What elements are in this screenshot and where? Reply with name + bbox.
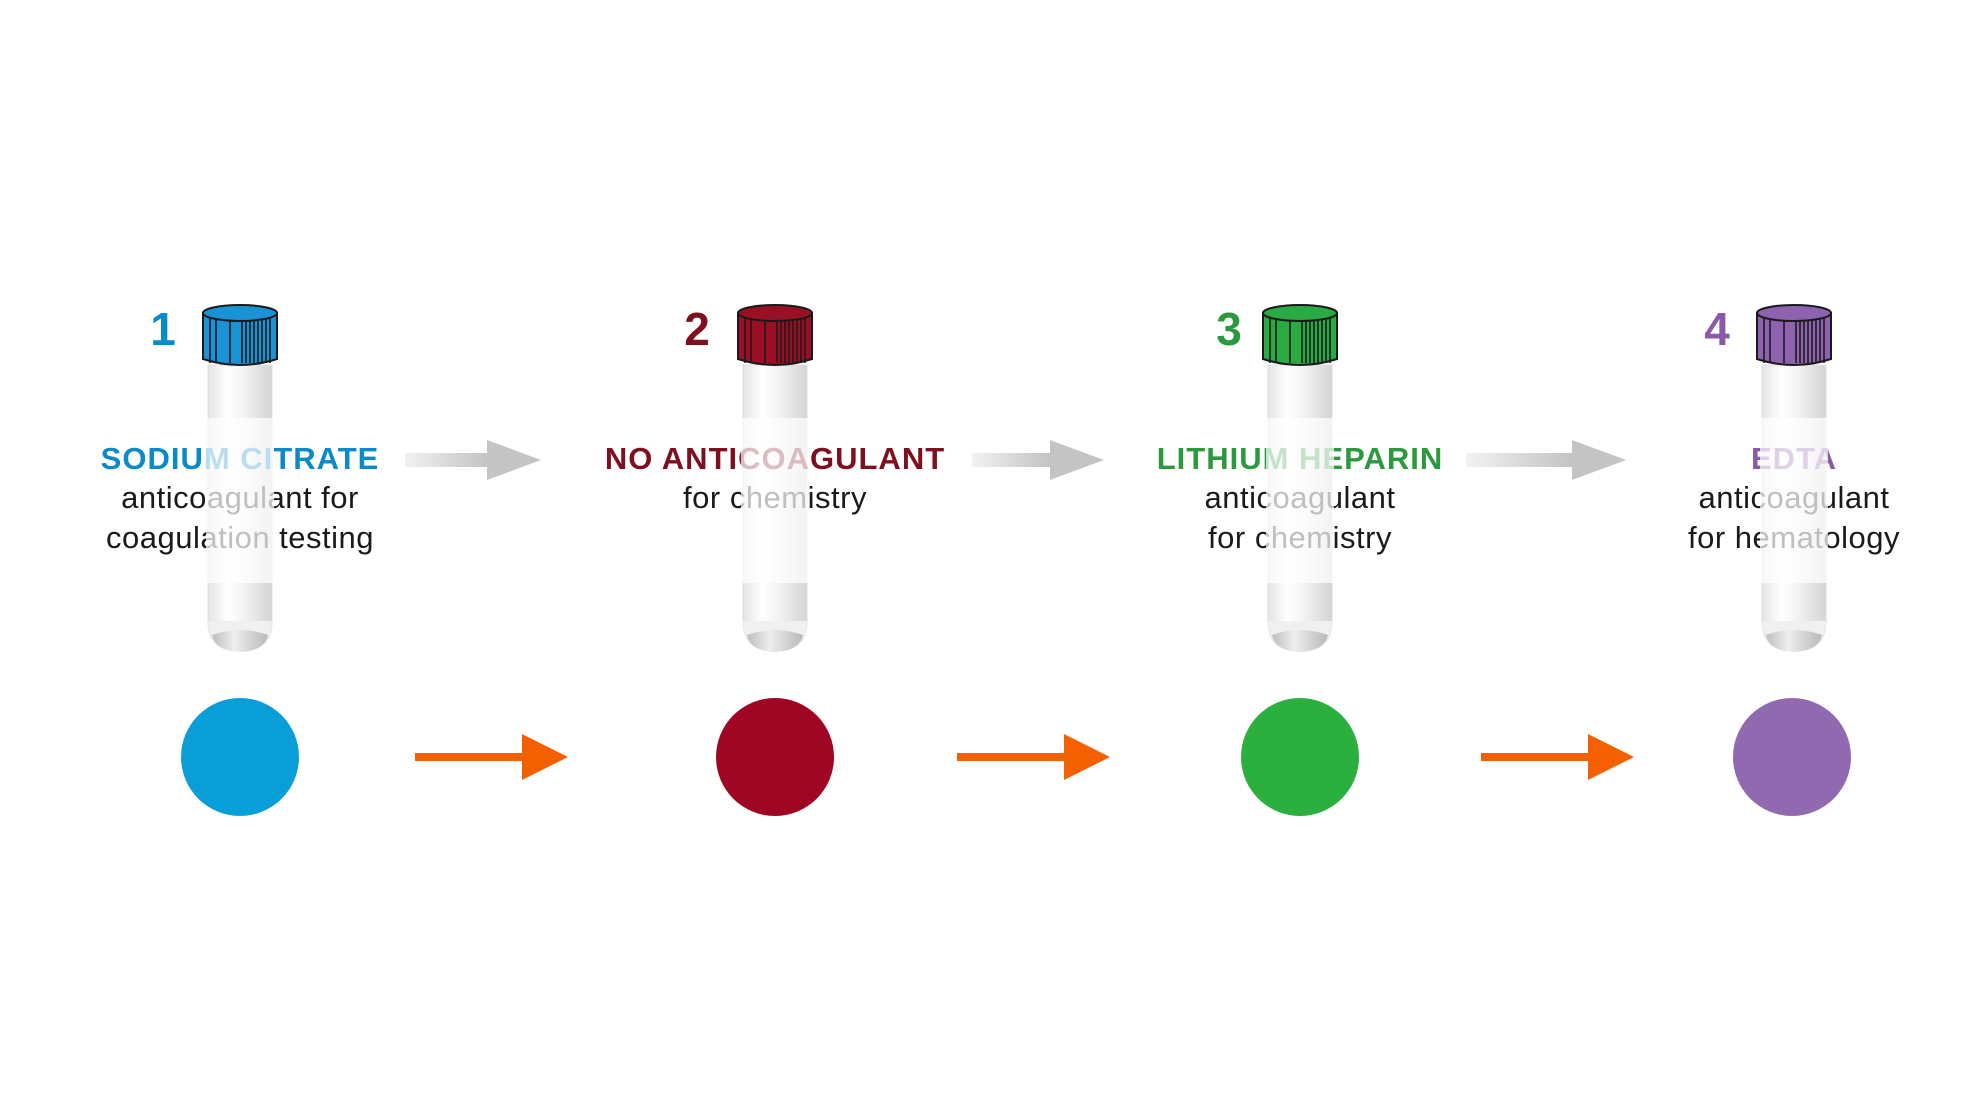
step-title: SODIUM CITRATE xyxy=(100,441,380,476)
tube-cap xyxy=(1262,304,1338,366)
step-description-line: anticoagulant xyxy=(1698,480,1890,515)
step-number: 4 xyxy=(1704,303,1730,355)
tube-cap xyxy=(1756,304,1832,366)
step-title: NO ANTICOAGULANT xyxy=(604,441,946,476)
step-label: SODIUM CITRATE anticoagulant for coagula… xyxy=(10,440,470,558)
gray-arrow-icon xyxy=(1466,440,1626,480)
color-dot-green xyxy=(1241,698,1359,816)
step-title: EDTA xyxy=(1750,441,1838,476)
step-description-line: anticoagulant for xyxy=(121,480,359,515)
step-title: LITHIUM HEPARIN xyxy=(1156,441,1444,476)
color-dot-purple xyxy=(1733,698,1851,816)
color-dot-blue xyxy=(181,698,299,816)
step-number: 2 xyxy=(684,303,710,355)
step-description-line: coagulation testing xyxy=(105,520,375,555)
color-dot-red xyxy=(716,698,834,816)
orange-arrow-icon xyxy=(415,734,568,780)
step-description-line: anticoagulant xyxy=(1204,480,1396,515)
orange-arrow-icon xyxy=(957,734,1110,780)
gray-arrow-icon xyxy=(405,440,541,480)
step-description-line: for chemistry xyxy=(1208,520,1392,555)
tube-cap xyxy=(737,304,813,366)
step-number: 1 xyxy=(150,303,176,355)
tube-cap xyxy=(202,304,278,366)
step-label: LITHIUM HEPARIN anticoagulant for chemis… xyxy=(1070,440,1530,558)
step-description-line: for hematology xyxy=(1687,520,1901,555)
step-description-line: for chemistry xyxy=(683,480,867,515)
step-label: NO ANTICOAGULANT for chemistry xyxy=(545,440,1005,518)
orange-arrow-icon xyxy=(1481,734,1634,780)
gray-arrow-icon xyxy=(972,440,1104,480)
step-number: 3 xyxy=(1216,303,1242,355)
step-label: EDTA anticoagulant for hematology xyxy=(1564,440,1982,558)
